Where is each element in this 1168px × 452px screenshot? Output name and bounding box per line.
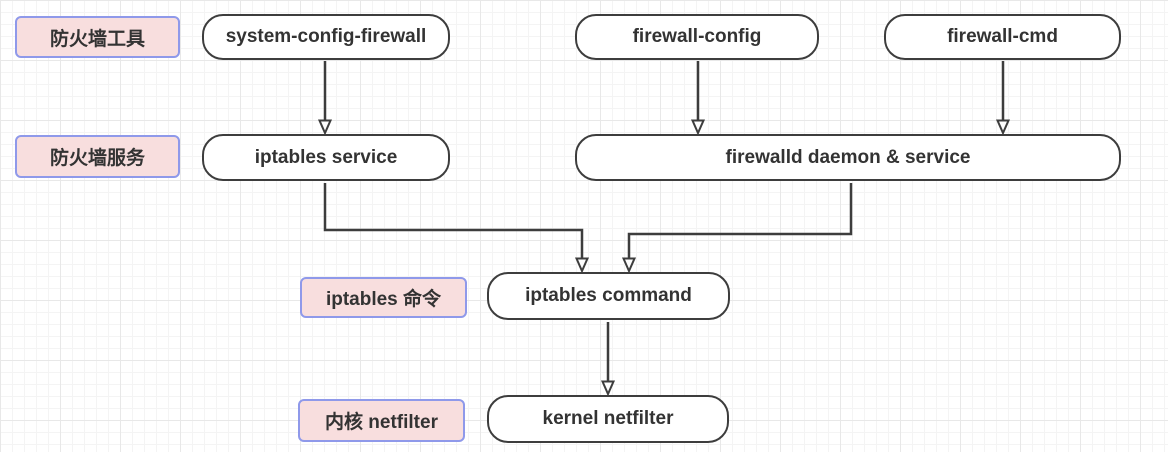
- edge-system-config-firewall-to-iptables-service: [317, 61, 333, 136]
- row-label-iptables-command: iptables 命令: [300, 277, 467, 318]
- node-iptables-command: iptables command: [487, 272, 730, 320]
- row-label-kernel-netfilter: 内核 netfilter: [298, 399, 465, 442]
- edge-iptables-service-to-iptables-command: [323, 183, 590, 274]
- node-iptables-service: iptables service: [202, 134, 450, 181]
- edge-firewalld-to-iptables-command: [621, 183, 853, 274]
- row-label-firewall-tools: 防火墙工具: [15, 16, 180, 58]
- edge-firewall-config-to-firewalld: [690, 61, 706, 136]
- node-firewall-cmd: firewall-cmd: [884, 14, 1121, 60]
- edge-iptables-command-to-kernel-netfilter: [600, 322, 616, 397]
- node-firewall-config: firewall-config: [575, 14, 819, 60]
- node-firewalld-daemon-service: firewalld daemon & service: [575, 134, 1121, 181]
- edge-firewall-cmd-to-firewalld: [995, 61, 1011, 136]
- row-label-firewall-services: 防火墙服务: [15, 135, 180, 178]
- node-kernel-netfilter: kernel netfilter: [487, 395, 729, 443]
- node-system-config-firewall: system-config-firewall: [202, 14, 450, 60]
